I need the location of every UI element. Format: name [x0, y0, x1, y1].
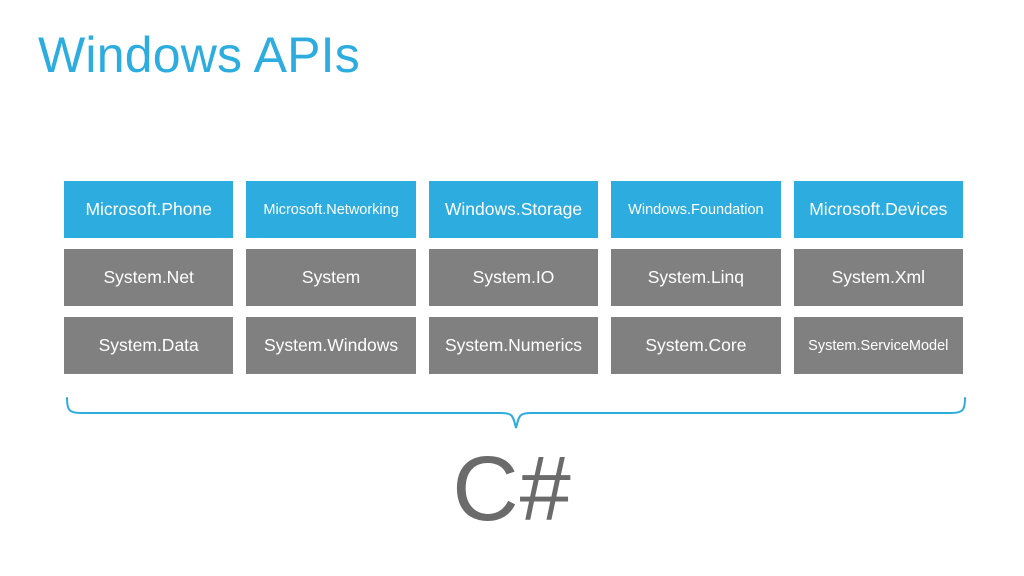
api-box[interactable]: Windows.Storage — [428, 181, 599, 238]
api-box[interactable]: System.Data — [64, 317, 234, 374]
api-box[interactable]: System.Numerics — [428, 317, 599, 374]
api-box[interactable]: Microsoft.Phone — [64, 181, 234, 238]
api-box[interactable]: System.Net — [64, 249, 234, 306]
curly-brace-icon — [66, 397, 966, 429]
api-box[interactable]: Microsoft.Networking — [246, 181, 416, 238]
api-box[interactable]: System.Linq — [611, 249, 781, 306]
api-box[interactable]: System.Core — [611, 317, 781, 374]
api-box[interactable]: Windows.Foundation — [611, 181, 781, 238]
csharp-language-label: C# — [452, 438, 572, 540]
page-title: Windows APIs — [38, 27, 360, 83]
api-box[interactable]: System.Xml — [793, 249, 963, 306]
api-box[interactable]: System.ServiceModel — [793, 317, 963, 374]
api-box[interactable]: System.IO — [428, 249, 599, 306]
api-box[interactable]: System.Windows — [246, 317, 416, 374]
api-box[interactable]: Microsoft.Devices — [793, 181, 963, 238]
curly-brace-group — [60, 392, 972, 438]
api-box[interactable]: System — [246, 249, 416, 306]
